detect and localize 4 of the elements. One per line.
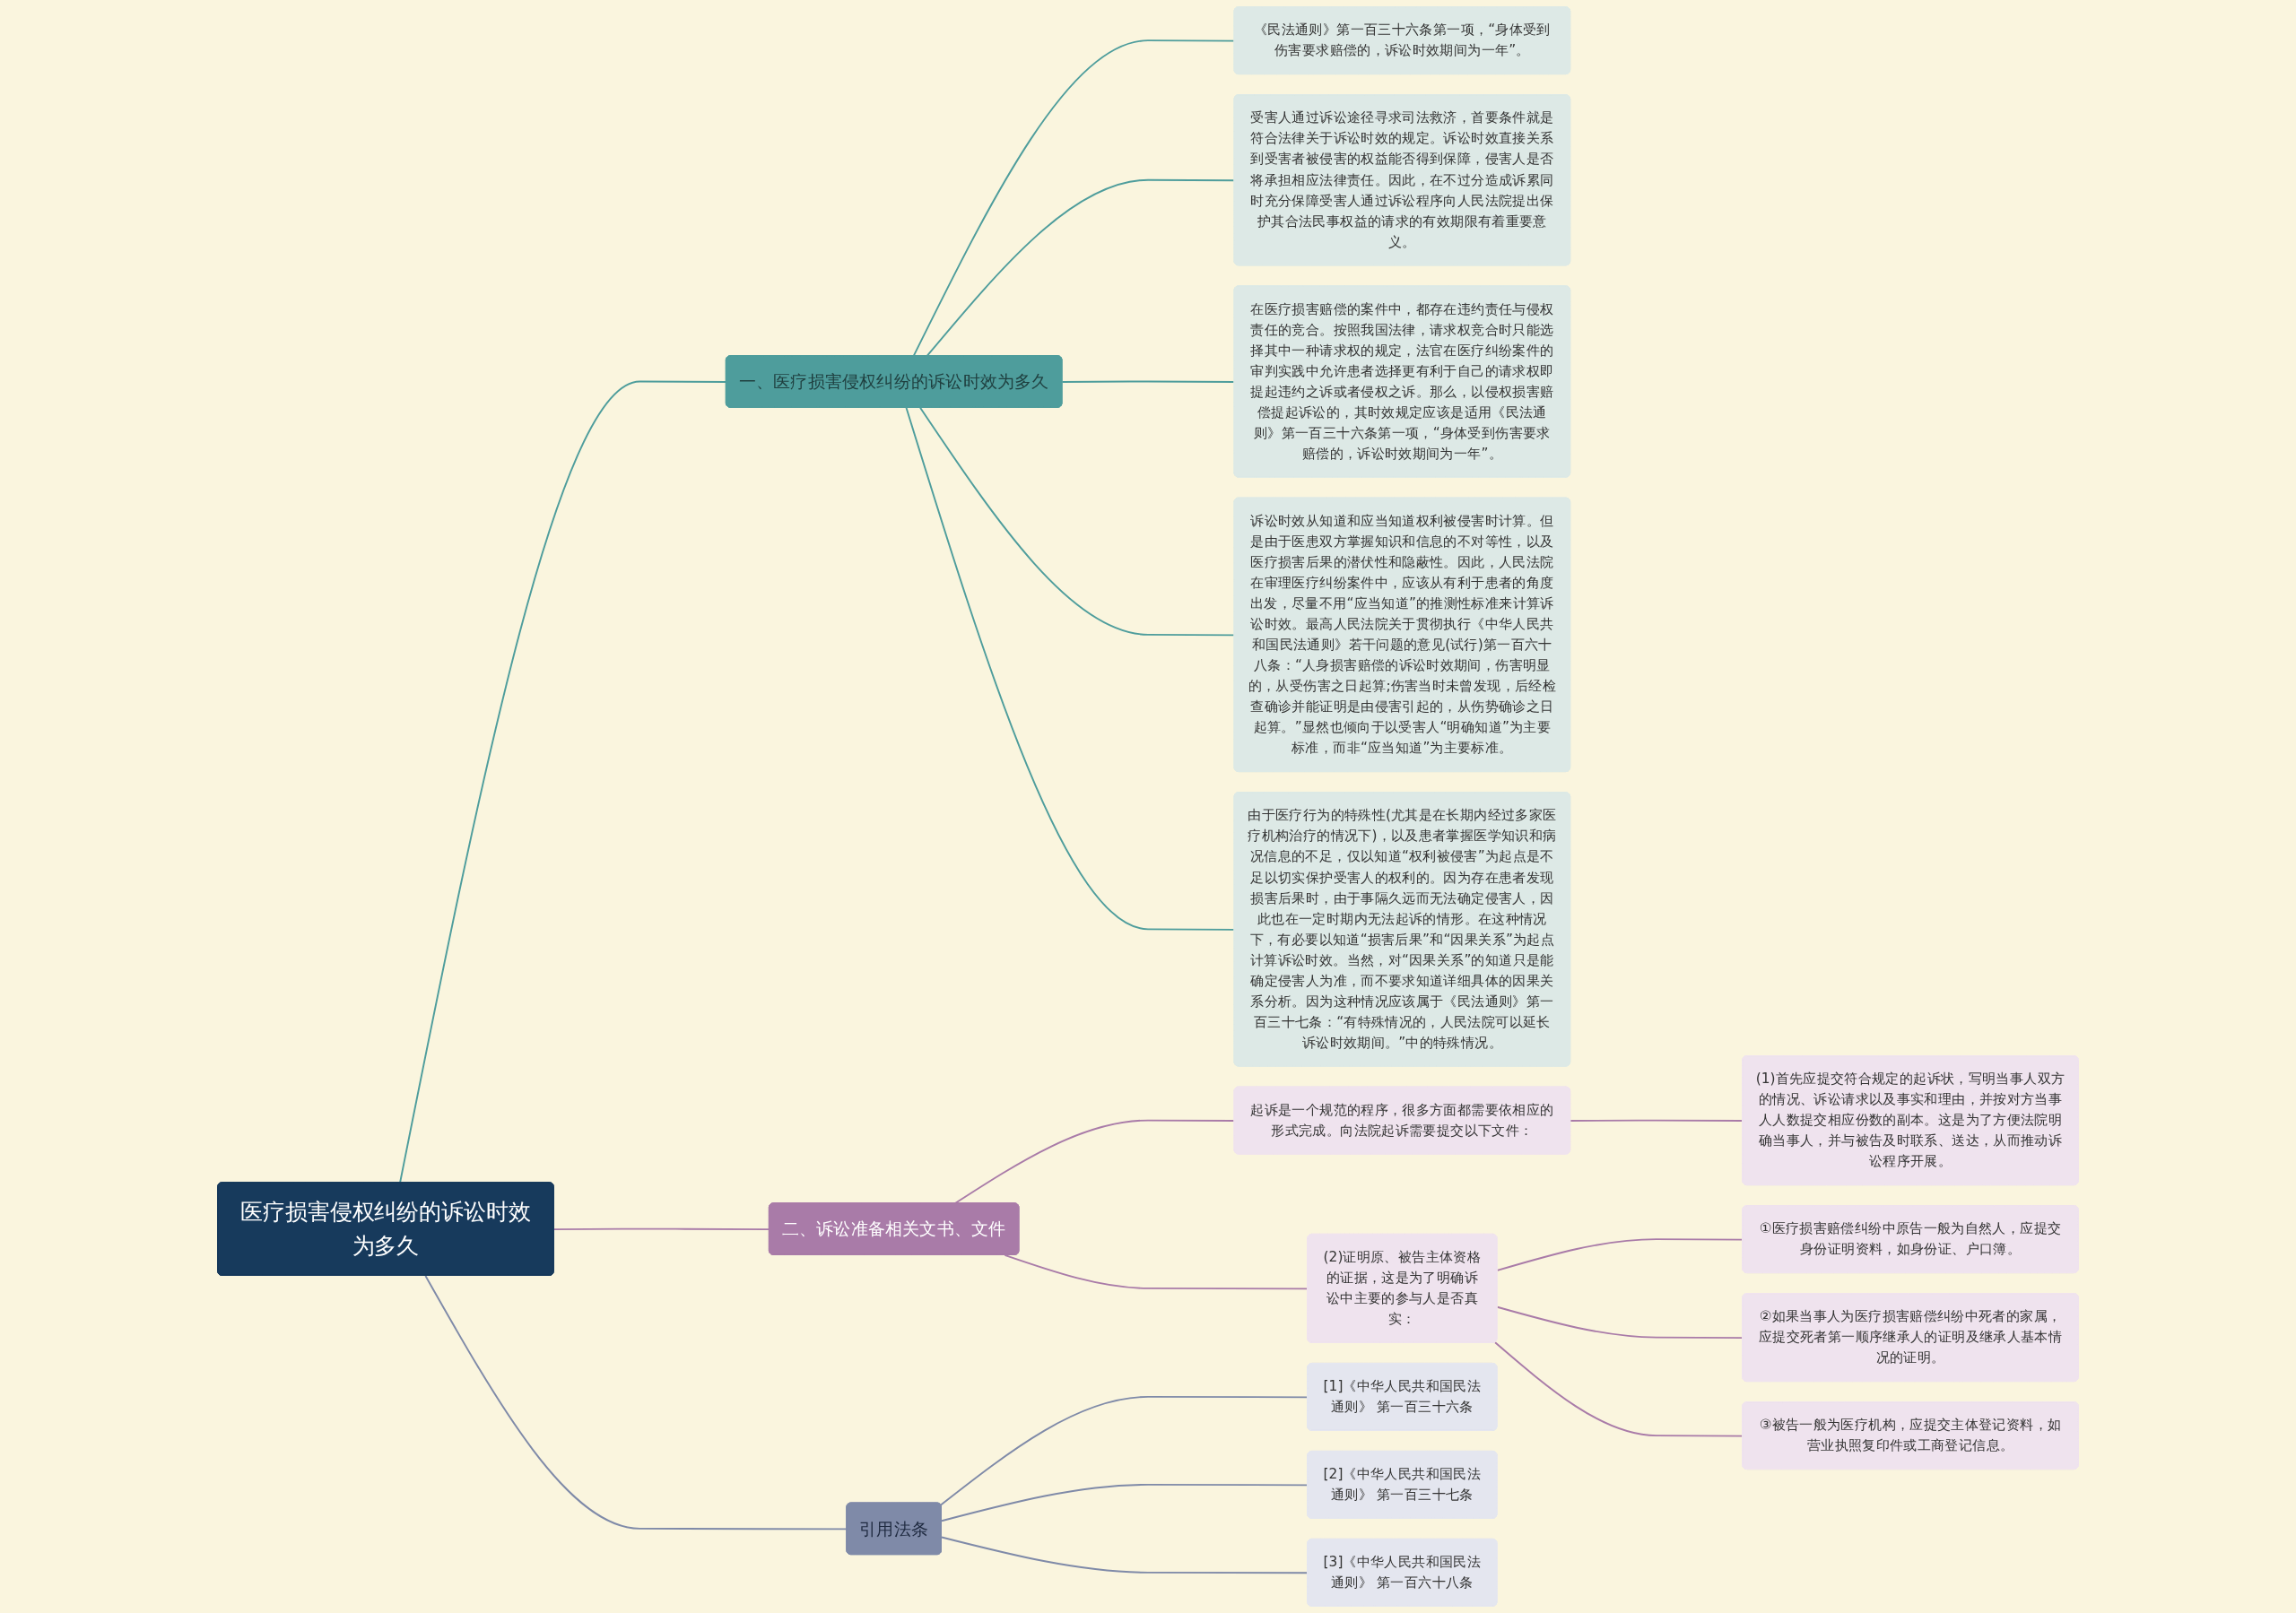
connector — [905, 406, 1236, 931]
connector — [552, 1227, 770, 1231]
connector — [919, 406, 1236, 637]
connector — [1061, 380, 1236, 383]
